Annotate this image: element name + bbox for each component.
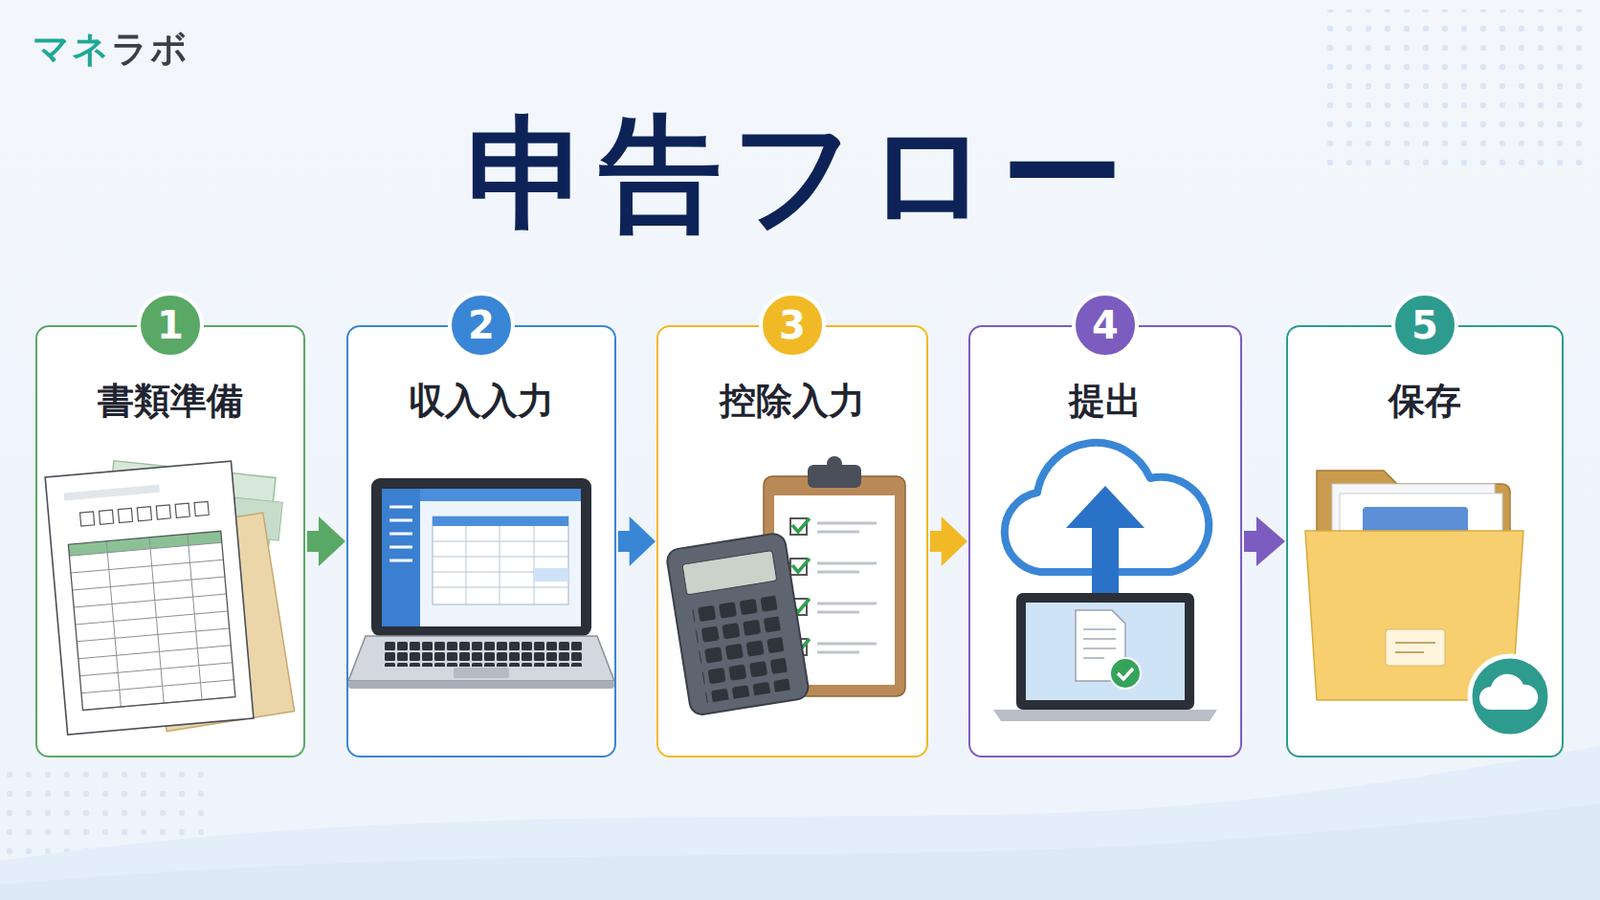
step-number: 4	[1071, 291, 1139, 359]
wave	[0, 746, 1600, 900]
step-card: 1書類準備	[35, 325, 306, 758]
step-card: 5保存	[1286, 325, 1564, 758]
card-ground	[1286, 325, 1564, 758]
step-card: 2収入入力	[346, 325, 617, 758]
calculator-icon	[665, 532, 810, 716]
step-card: 4提出	[968, 325, 1243, 758]
flow-arrow	[930, 516, 968, 567]
diagram-title: 申告フロー	[0, 107, 1600, 243]
step-label: 控除入力	[658, 377, 927, 426]
card-ground	[968, 325, 1243, 758]
step-label: 収入入力	[348, 377, 615, 426]
step-number: 5	[1391, 291, 1459, 359]
card-ground	[656, 325, 929, 758]
documents-icon	[44, 461, 294, 735]
brand-logo: マネラボ	[32, 24, 190, 74]
step-number: 1	[136, 291, 204, 359]
step-label: 書類準備	[37, 377, 304, 426]
card-ground	[35, 325, 306, 758]
card-ground	[346, 325, 617, 758]
laptop-icon	[348, 478, 615, 689]
flow-arrow	[307, 516, 346, 567]
step-number: 2	[447, 291, 515, 359]
flow-arrow	[618, 516, 656, 567]
folder-icon	[1305, 470, 1551, 737]
upload-icon	[993, 443, 1218, 722]
step-label: 保存	[1288, 377, 1562, 426]
step-card: 3控除入力	[656, 325, 929, 758]
step-label: 提出	[970, 377, 1241, 426]
flow-arrow	[1244, 516, 1286, 567]
wave	[0, 803, 1600, 900]
dot-grid	[1320, 9, 1589, 178]
step-number: 3	[758, 291, 826, 359]
